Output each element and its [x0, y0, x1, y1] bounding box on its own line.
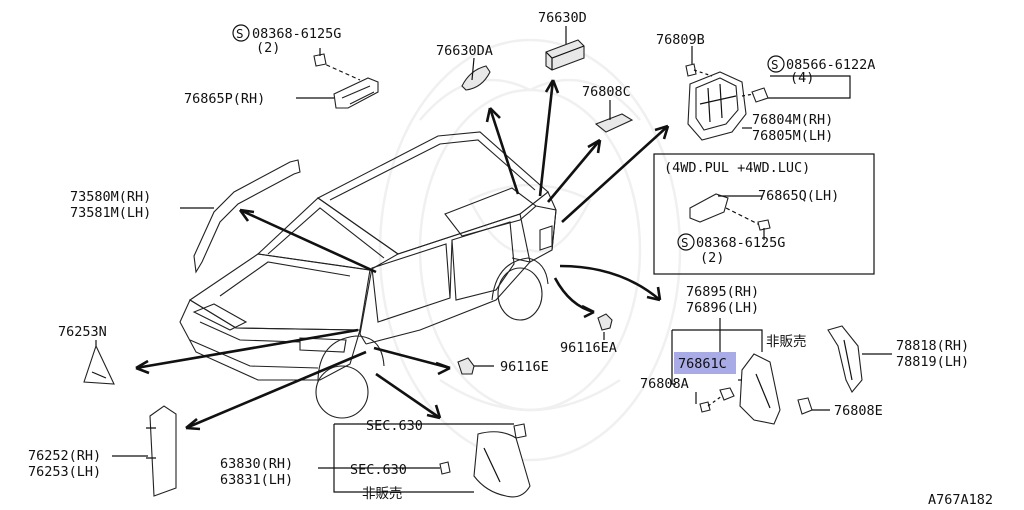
watermark-emblem [378, 38, 682, 462]
svg-text:S: S [236, 26, 244, 41]
label-76804m: 76804M(RH) [752, 112, 833, 128]
part-76804m-lamp-housing [685, 63, 769, 141]
part-78818-rear-mud-guard [797, 325, 863, 415]
label-76895: 76895(RH) [686, 284, 759, 300]
label-76252: 76252(RH) [28, 448, 101, 464]
label-box-bolt-qty: (2) [700, 250, 724, 266]
label-76809b: 76809B [656, 32, 705, 48]
leader-arrows [135, 79, 670, 431]
part-73580m-moulding [193, 159, 301, 274]
label-76865q: 76865Q(LH) [758, 188, 839, 204]
part-76630d-badge [545, 39, 585, 71]
part-96116ea-grommet [597, 313, 613, 331]
label-box-title: (4WD.PUL +4WD.LUC) [664, 160, 810, 176]
part-76865q-bracket [689, 193, 771, 231]
label-bolt-top: 08368-6125G [252, 26, 341, 42]
label-96116e: 96116E [500, 359, 549, 375]
label-76808e: 76808E [834, 403, 883, 419]
label-96116ea: 96116EA [560, 340, 617, 356]
label-76808c: 76808C [582, 84, 631, 100]
label-76253n: 76253N [58, 324, 107, 340]
label-76805m: 76805M(LH) [752, 128, 833, 144]
label-76896: 76896(LH) [686, 300, 759, 316]
label-73581m: 73581M(LH) [70, 205, 151, 221]
svg-text:S: S [681, 235, 689, 250]
highlighted-part-box[interactable] [674, 352, 736, 374]
label-76808a: 76808A [640, 376, 689, 392]
part-63830-mud-flap-left [439, 423, 531, 498]
label-63830: 63830(RH) [220, 456, 293, 472]
label-78818: 78818(RH) [896, 338, 969, 354]
option-variant-box [653, 153, 875, 275]
label-63831: 63831(LH) [220, 472, 293, 488]
part-labels: 08368-6125G (2) 76865P(RH) 76630DA 76630… [28, 10, 993, 508]
car-body-illustration [179, 131, 557, 419]
label-bolt-top-qty: (2) [256, 40, 280, 56]
label-76861c[interactable]: 76861C [678, 356, 727, 372]
label-screw-right: 08566-6122A [786, 57, 875, 73]
label-76865p: 76865P(RH) [184, 91, 265, 107]
label-76630da: 76630DA [436, 43, 493, 59]
label-box-bolt: 08368-6125G [696, 235, 785, 251]
label-73580m: 73580M(RH) [70, 189, 151, 205]
label-not-for-sale-right: 非販売 [766, 334, 807, 350]
label-sec630-top: SEC.630 [366, 418, 423, 434]
circled-s-icon: S S S [232, 24, 785, 251]
part-76861c-mud-flap-right [699, 353, 781, 425]
part-76865p-bracket [313, 53, 379, 109]
figure-id: A767A182 [928, 492, 993, 508]
label-sec630-mid: SEC.630 [350, 462, 407, 478]
label-78819: 78819(LH) [896, 354, 969, 370]
label-76253: 76253(LH) [28, 464, 101, 480]
svg-text:S: S [771, 57, 779, 72]
part-96116e-grommet [457, 357, 475, 375]
label-screw-right-qty: (4) [790, 70, 814, 86]
part-76808c-pad [594, 113, 634, 133]
leader-lines [95, 26, 892, 493]
part-76252-pillar-trim [146, 405, 177, 497]
part-76630da-badge [461, 65, 491, 91]
label-not-for-sale-bottom: 非販売 [362, 486, 403, 502]
part-76253n-triangle-trim [83, 344, 115, 385]
label-76630d: 76630D [538, 10, 587, 26]
